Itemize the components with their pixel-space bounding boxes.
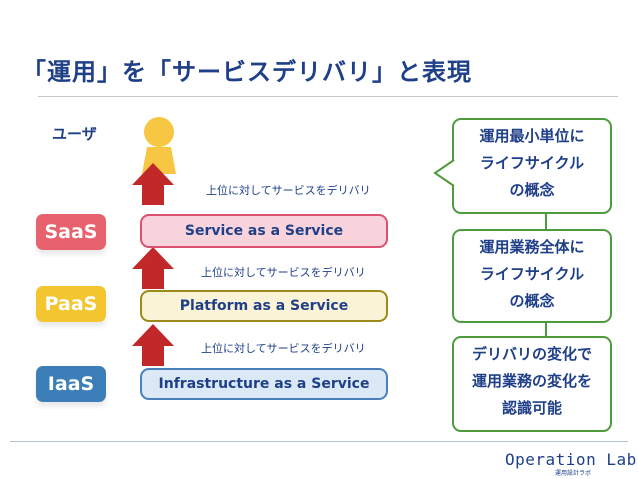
up-arrow-icon (132, 163, 174, 205)
up-arrow-icon (132, 247, 174, 289)
delivery-label: 上位に対してサービスをデリバリ (201, 342, 366, 355)
note-line: 認識可能 (501, 399, 562, 417)
paas-layer-box: Platform as a Service (140, 290, 388, 322)
note-line: ライフサイクル (479, 154, 585, 172)
user-label: ユーザ (52, 125, 97, 143)
note-line: デリバリの変化で (471, 345, 592, 363)
iaas-layer-box: Infrastructure as a Service (140, 368, 388, 400)
note-line: 運用業務全体に (479, 238, 585, 256)
delivery-change-note: デリバリの変化で 運用業務の変化を 認識可能 (452, 336, 612, 432)
footer-divider (10, 441, 628, 442)
note-line: 運用業務の変化を (471, 372, 592, 390)
delivery-label: 上位に対してサービスをデリバリ (201, 266, 366, 279)
delivery-label: 上位に対してサービスをデリバリ (206, 184, 371, 197)
lifecycle-note-overall: 運用業務全体に ライフサイクル の概念 (452, 229, 612, 323)
brand-logo: Operation Lab (505, 450, 637, 469)
saas-layer-box: Service as a Service (140, 214, 388, 248)
note-line: 運用最小単位に (479, 127, 585, 145)
iaas-badge: IaaS (36, 366, 106, 402)
note-line: の概念 (509, 181, 555, 199)
brand-subtitle: 運用設計ラボ (555, 470, 592, 477)
title-divider (38, 96, 618, 97)
note-connectors (545, 212, 547, 337)
note-line: の概念 (509, 292, 555, 310)
note-line: ライフサイクル (479, 265, 585, 283)
user-icon (142, 117, 176, 174)
paas-badge: PaaS (36, 286, 106, 322)
slide-title: 「運用」を「サービスデリバリ」と表現 (22, 58, 472, 86)
saas-badge: SaaS (36, 214, 106, 250)
up-arrow-icon (132, 324, 174, 366)
lifecycle-note-unit: 運用最小単位に ライフサイクル の概念 (452, 118, 612, 214)
speech-pointer (433, 159, 455, 187)
